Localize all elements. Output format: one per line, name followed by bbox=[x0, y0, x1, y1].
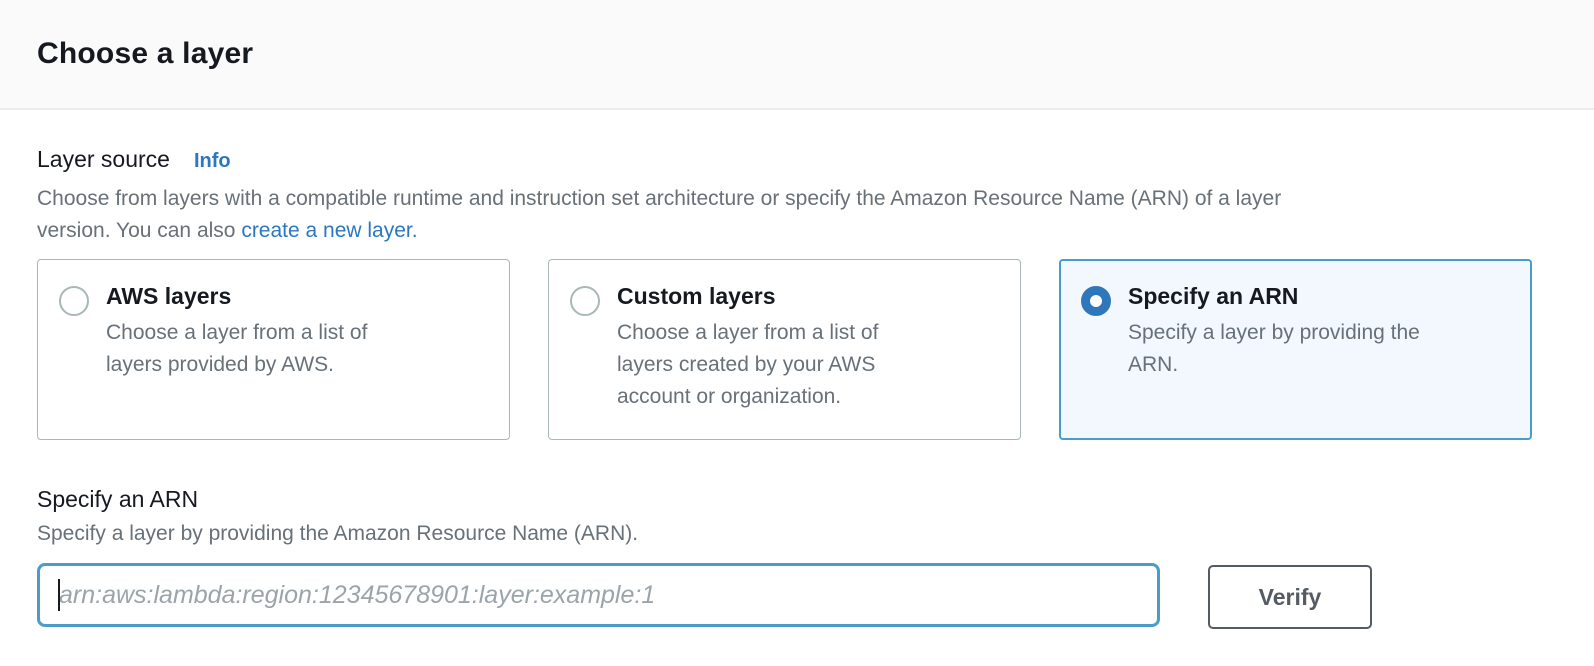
specify-arn-description: Specify a layer by providing the Amazon … bbox=[37, 522, 639, 545]
tile-desc-line: Choose a layer from a list of bbox=[106, 321, 368, 344]
create-new-layer-link[interactable]: create a new layer. bbox=[241, 219, 418, 242]
tile-aws-layers-text: AWS layers Choose a layer from a list of… bbox=[106, 283, 367, 381]
tile-title: AWS layers bbox=[106, 283, 232, 309]
tile-desc-line: layers created by your AWS bbox=[617, 353, 876, 376]
panel-header: Choose a layer bbox=[0, 0, 1594, 110]
tile-desc-line: ARN. bbox=[1128, 353, 1179, 376]
tile-desc-line: layers provided by AWS. bbox=[106, 353, 334, 376]
page-title: Choose a layer bbox=[37, 37, 254, 70]
tile-specify-arn-inner: Specify an ARN Specify a layer by provid… bbox=[1081, 283, 1513, 381]
tile-aws-layers[interactable]: AWS layers Choose a layer from a list of… bbox=[37, 259, 510, 440]
text-cursor-caret bbox=[58, 579, 60, 611]
tile-aws-layers-inner: AWS layers Choose a layer from a list of… bbox=[59, 283, 491, 381]
tile-description: Specify a layer by providing the ARN. bbox=[1128, 317, 1420, 381]
layer-source-header: Layer source Info bbox=[37, 146, 1532, 173]
tile-custom-layers[interactable]: Custom layers Choose a layer from a list… bbox=[548, 259, 1021, 440]
layer-source-label: Layer source bbox=[37, 146, 170, 172]
tile-title: Custom layers bbox=[617, 283, 776, 309]
tile-custom-layers-text: Custom layers Choose a layer from a list… bbox=[617, 283, 878, 413]
specify-arn-label: Specify an ARN bbox=[37, 486, 199, 512]
layer-source-description: Choose from layers with a compatible run… bbox=[37, 183, 1532, 247]
info-link[interactable]: Info bbox=[193, 150, 231, 172]
description-line-1: Choose from layers with a compatible run… bbox=[37, 187, 1282, 210]
radio-unchecked-icon[interactable] bbox=[59, 286, 89, 316]
arn-input[interactable] bbox=[37, 563, 1160, 627]
radio-unchecked-icon[interactable] bbox=[570, 286, 600, 316]
specify-arn-section: Specify an ARN Specify a layer by provid… bbox=[37, 486, 1532, 629]
tile-desc-line: Choose a layer from a list of bbox=[617, 321, 879, 344]
tile-description: Choose a layer from a list of layers pro… bbox=[106, 317, 367, 381]
layer-source-tiles: AWS layers Choose a layer from a list of… bbox=[37, 259, 1532, 440]
tile-desc-line: Specify a layer by providing the bbox=[1128, 321, 1420, 344]
arn-input-wrap bbox=[37, 563, 1160, 627]
tile-specify-arn-text: Specify an ARN Specify a layer by provid… bbox=[1128, 283, 1420, 381]
tile-specify-arn[interactable]: Specify an ARN Specify a layer by provid… bbox=[1059, 259, 1532, 440]
description-line-2: version. You can also create a new layer… bbox=[37, 215, 1532, 247]
verify-button[interactable]: Verify bbox=[1208, 565, 1372, 629]
radio-checked-icon[interactable] bbox=[1081, 286, 1111, 316]
tile-title: Specify an ARN bbox=[1128, 283, 1299, 309]
tile-desc-line: account or organization. bbox=[617, 385, 842, 408]
tile-description: Choose a layer from a list of layers cre… bbox=[617, 317, 878, 413]
arn-input-row: Verify bbox=[37, 563, 1532, 629]
panel-content: Layer source Info Choose from layers wit… bbox=[0, 110, 1594, 629]
tile-custom-layers-inner: Custom layers Choose a layer from a list… bbox=[570, 283, 1002, 413]
description-line-2-text: version. You can also bbox=[37, 219, 242, 242]
